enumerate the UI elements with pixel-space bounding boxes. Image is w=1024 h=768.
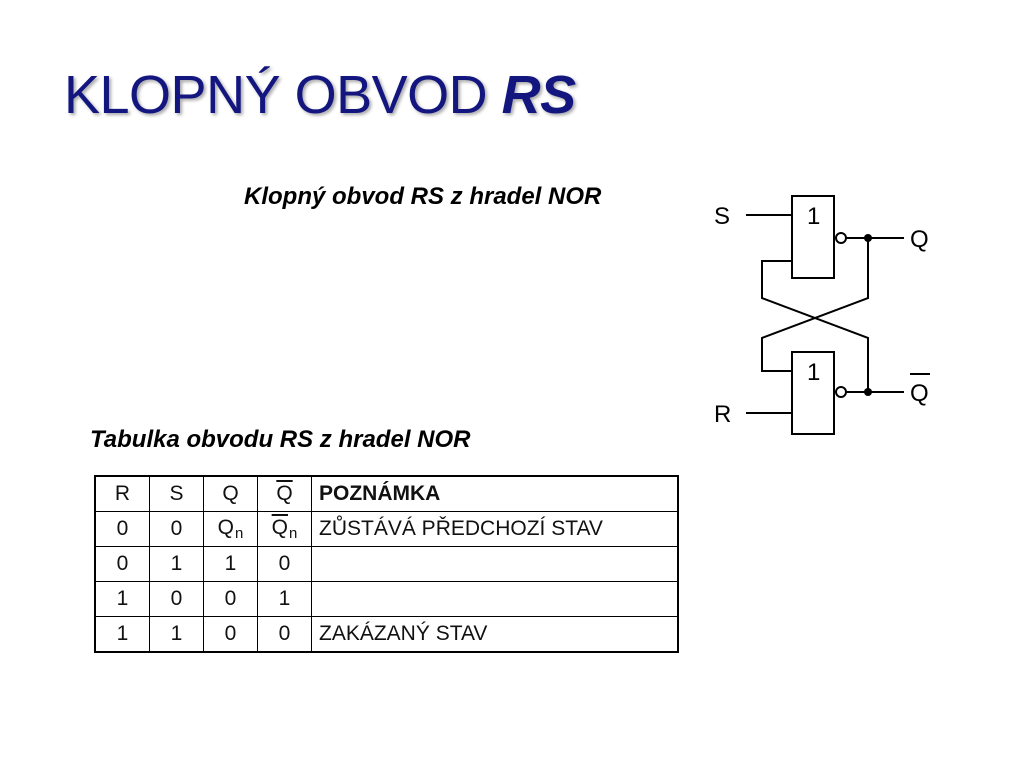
table-row: 0 0 Qn Qn ZŮSTÁVÁ PŘEDCHOZÍ STAV [94, 511, 679, 547]
output-q-bar-label: Q [910, 380, 929, 407]
table-row: 0 1 1 0 [94, 546, 679, 582]
cell-q: 0 [203, 616, 258, 653]
slide-title-emphasis: RS [501, 65, 577, 125]
diagram-caption: Klopný obvod RS z hradel NOR [244, 183, 602, 210]
cell-s: 1 [149, 616, 204, 653]
feedback-q-to-bottom [761, 238, 869, 372]
rs-latch-diagram: S R Q Q 1 1 [714, 195, 930, 435]
gate-bottom-label: 1 [807, 359, 820, 386]
slide-title: KLOPNÝ OBVOD RS [64, 68, 576, 122]
cell-note: ZAKÁZANÝ STAV [311, 616, 679, 653]
cell-s: 1 [149, 546, 204, 582]
nor-gate-top [791, 195, 835, 279]
cell-q-bar: Qn [257, 511, 312, 547]
cell-q: Qn [203, 511, 258, 547]
inverter-bubble-top [835, 232, 847, 244]
table-caption: Tabulka obvodu RS z hradel NOR [90, 426, 471, 453]
cell-s: 0 [149, 581, 204, 617]
truth-table: R S Q Q POZNÁMKA 0 0 Qn Qn ZŮSTÁVÁ PŘEDC… [94, 475, 679, 653]
cell-q-bar-value: Q [271, 516, 288, 539]
junction-dot-q-bar [864, 388, 872, 396]
header-note: POZNÁMKA [311, 475, 679, 512]
cell-r: 0 [94, 546, 150, 582]
input-r-label: R [714, 401, 731, 428]
nor-gate-bottom [791, 351, 835, 435]
output-q-label: Q [910, 226, 929, 253]
cell-q: 0 [203, 581, 258, 617]
cell-r: 0 [94, 511, 150, 547]
cell-q-bar: 1 [257, 581, 312, 617]
inverter-bubble-bottom [835, 386, 847, 398]
slide-title-main: KLOPNÝ OBVOD [64, 65, 488, 125]
cell-note: ZŮSTÁVÁ PŘEDCHOZÍ STAV [311, 511, 679, 547]
cell-note [311, 546, 679, 582]
cell-note [311, 581, 679, 617]
cell-q-value: Q [217, 516, 234, 539]
table-row: 1 0 0 1 [94, 581, 679, 617]
feedback-qbar-to-top [761, 260, 869, 392]
cell-r: 1 [94, 581, 150, 617]
table-row: 1 1 0 0 ZAKÁZANÝ STAV [94, 616, 679, 653]
input-s-label: S [714, 203, 730, 230]
gate-top-label: 1 [807, 203, 820, 230]
cell-q: 1 [203, 546, 258, 582]
cell-r: 1 [94, 616, 150, 653]
header-q: Q [203, 475, 258, 512]
table-header-row: R S Q Q POZNÁMKA [94, 475, 679, 512]
junction-dot-q [864, 234, 872, 242]
header-r: R [94, 475, 150, 512]
cell-q-bar: 0 [257, 616, 312, 653]
cell-s: 0 [149, 511, 204, 547]
header-q-bar: Q [257, 475, 312, 512]
cell-q-bar-subscript: n [289, 525, 298, 542]
header-s: S [149, 475, 204, 512]
cell-q-bar: 0 [257, 546, 312, 582]
cell-q-subscript: n [235, 525, 244, 542]
